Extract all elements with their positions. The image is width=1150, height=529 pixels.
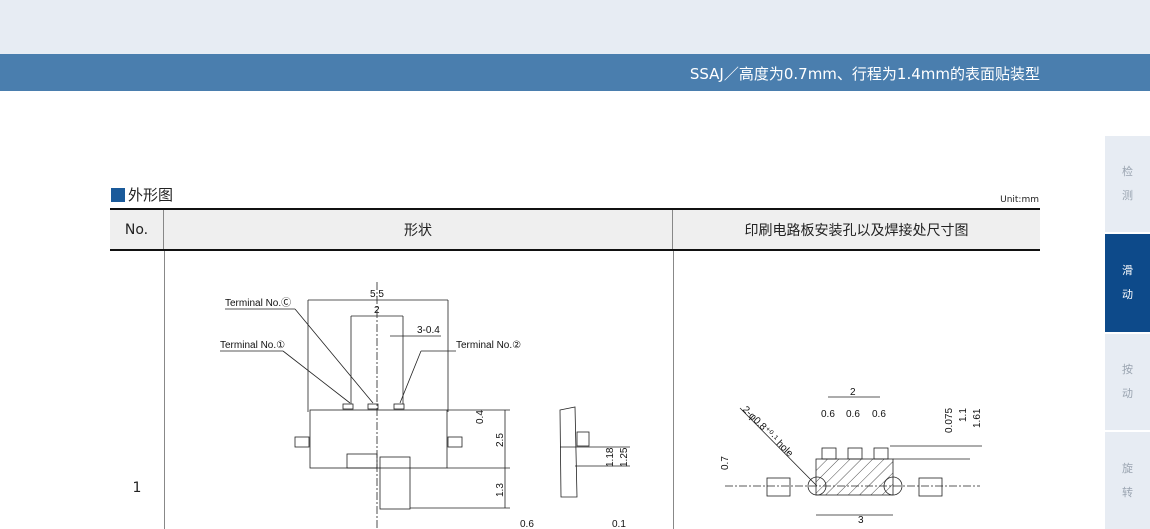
dim-label: 0.075 — [944, 408, 955, 433]
col-pcb: 印刷电路板安装孔以及焊接处尺寸图 — [744, 222, 969, 239]
section-title: 外形图 — [111, 184, 173, 205]
dim-label: 5.5 — [370, 289, 384, 300]
pcb-drawing: 2 0.6 0.6 0.6 2-φ0.8⁺⁰·¹ hole 0.7 0.075 … — [720, 387, 983, 526]
column-divider — [164, 251, 165, 529]
dim-label: 1.1 — [958, 408, 969, 422]
dim-label: 0.4 — [475, 410, 486, 424]
drawing-line — [918, 477, 943, 497]
drawing-line — [367, 403, 379, 410]
drawing-line — [294, 308, 374, 404]
terminal-2-label: Terminal No.② — [456, 340, 521, 351]
drawing-line — [282, 350, 351, 404]
dim-label: 3-0.4 — [417, 325, 440, 336]
title-bar: SSAJ／高度为0.7mm、行程为1.4mm的表面贴装型 — [0, 54, 1150, 91]
side-nav-push[interactable]: 按动 — [1105, 334, 1150, 430]
drawing-line — [342, 403, 354, 410]
dim-label: 2 — [850, 387, 856, 398]
dim-label: 1.3 — [495, 483, 506, 497]
dim-label: 0.6 — [846, 409, 860, 420]
unit-label: Unit:mm — [1000, 195, 1039, 205]
table-header: No. 形状 印刷电路板安装孔以及焊接处尺寸图 — [110, 208, 1040, 251]
dim-label: 0.1 — [612, 519, 626, 529]
drawing-line — [309, 409, 448, 469]
drawing-line — [815, 458, 894, 496]
section-title-text: 外形图 — [128, 186, 174, 204]
drawing-line — [739, 407, 818, 487]
side-nav-rotary[interactable]: 旋转 — [1105, 432, 1150, 529]
dim-label: 0.6 — [821, 409, 835, 420]
row-number: 1 — [132, 480, 142, 496]
drawing-line — [447, 436, 463, 448]
dim-label: 0.6 — [872, 409, 886, 420]
dim-label: 1.25 — [619, 447, 630, 467]
dim-label: 2.5 — [495, 433, 506, 447]
col-shape: 形状 — [164, 210, 673, 249]
dim-label: 0.7 — [720, 456, 731, 470]
drawing-line — [559, 406, 578, 498]
drawing-line — [766, 477, 791, 497]
drawing-line — [399, 350, 422, 404]
side-nav-slide[interactable]: 滑动 — [1105, 234, 1150, 332]
drawing-line — [873, 447, 889, 460]
dim-label: 1.61 — [972, 408, 983, 428]
dim-label: 1.18 — [605, 447, 616, 467]
dim-label: 3 — [858, 515, 864, 526]
column-divider — [673, 251, 674, 529]
dim-label: 0.6 — [520, 519, 534, 529]
drawing-line — [379, 456, 411, 510]
terminal-1-label: Terminal No.① — [220, 340, 285, 351]
drawing-line — [346, 453, 378, 469]
page-title: SSAJ／高度为0.7mm、行程为1.4mm的表面贴装型 — [689, 65, 1040, 83]
square-bullet-icon — [111, 187, 125, 202]
col-no: No. — [110, 210, 164, 249]
drawing-line — [294, 436, 310, 448]
drawing-line — [847, 447, 863, 460]
drawing-line — [576, 431, 590, 447]
side-nav-detect[interactable]: 检测 — [1105, 136, 1150, 232]
top-band — [0, 0, 1150, 54]
drawing-line — [393, 403, 405, 410]
terminal-c-label: Terminal No.Ⓒ — [225, 297, 291, 309]
hole-label: 2-φ0.8⁺⁰·¹ hole — [740, 404, 795, 459]
shape-drawing: Terminal No.Ⓒ Terminal No.① Terminal No.… — [220, 282, 630, 529]
drawing-line — [821, 447, 837, 460]
